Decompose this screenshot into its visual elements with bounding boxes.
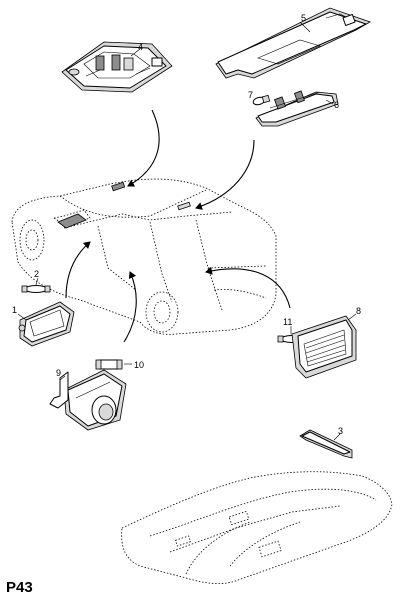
part-6-lamp-housing (255, 90, 339, 127)
callout-7: 7 (248, 90, 253, 100)
part-7-bulb (252, 94, 271, 106)
page-code: P43 (6, 579, 33, 596)
callout-8: 8 (356, 306, 361, 316)
part-3-glovebox-lamp (299, 429, 353, 459)
part-10-festoon-bulb (95, 359, 123, 370)
callout-4: 4 (138, 42, 143, 52)
part-9-lamp-switch (49, 369, 127, 431)
callout-6: 6 (334, 100, 339, 110)
callout-2: 2 (34, 269, 39, 279)
glovebox-outline (121, 471, 393, 584)
callout-3: 3 (338, 426, 343, 436)
arrows (65, 109, 291, 343)
part-1-courtesy-lamp (18, 301, 75, 347)
callout-1: 1 (12, 305, 17, 315)
vehicle-outline (11, 178, 277, 335)
callout-9: 9 (56, 368, 61, 378)
part-2-bulb (21, 285, 51, 293)
part-5-bracket-plate (215, 7, 371, 79)
callout-11: 11 (283, 317, 292, 327)
callout-10: 10 (134, 360, 144, 370)
callout-5: 5 (301, 13, 306, 23)
part-4-roof-console (61, 41, 173, 93)
part-8-rear-lamp (291, 315, 357, 379)
